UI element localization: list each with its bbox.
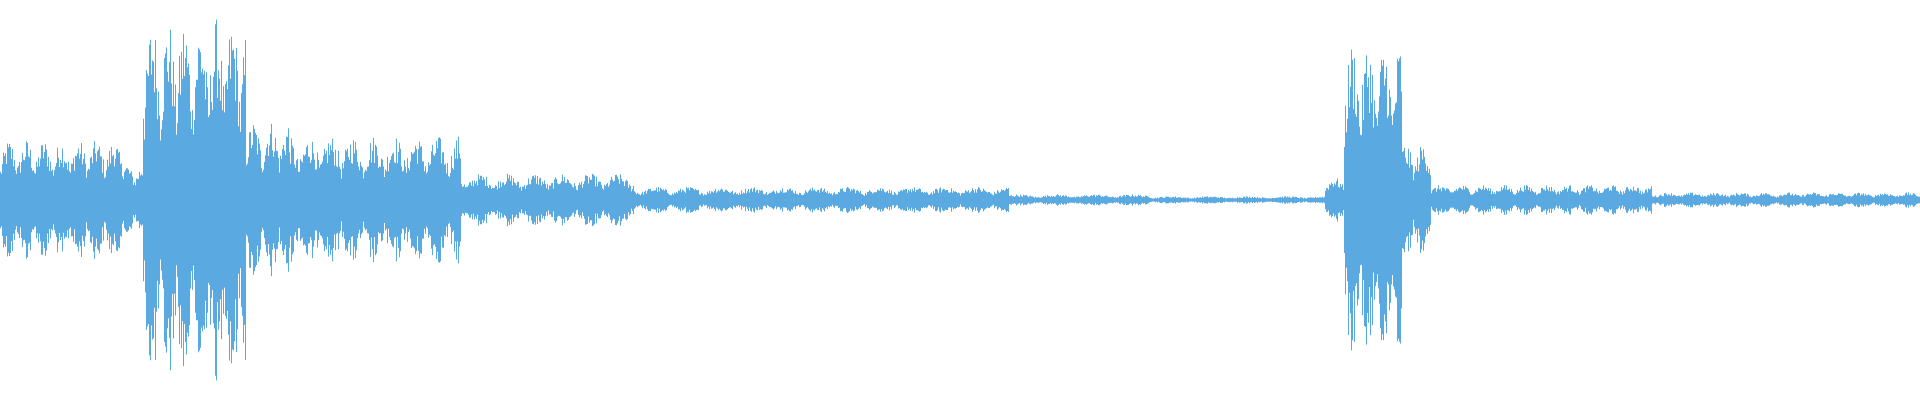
waveform-bars (0, 19, 1920, 381)
